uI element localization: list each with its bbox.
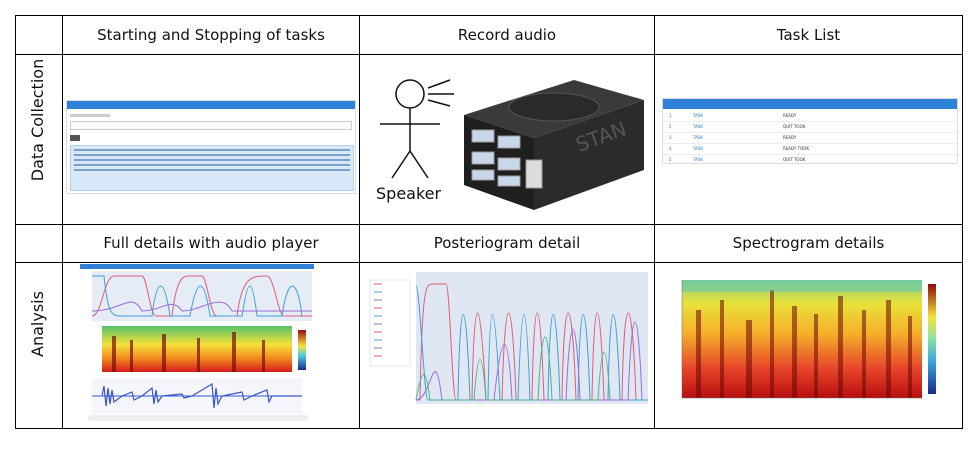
- header-full-details: Full details with audio player: [103, 234, 319, 252]
- posteriogram-plot: [362, 266, 652, 422]
- speaker-label: Speaker: [376, 184, 442, 203]
- task-row[interactable]: 4 TASK READY TOOK: [663, 144, 957, 155]
- colorbar-icon: [298, 330, 306, 370]
- header-task-list: Task List: [776, 26, 841, 44]
- mini-posteriogram: [92, 271, 312, 321]
- header-starting-stopping: Starting and Stopping of tasks: [97, 26, 325, 44]
- full-details-screenshot: [80, 264, 314, 424]
- row-label-analysis: Analysis: [28, 291, 47, 357]
- task-list-screenshot: 1 TASK READY 2 TASK QUIT TOOK 3 TASK REA…: [662, 98, 958, 164]
- device-box: STAN: [464, 80, 644, 210]
- task-row[interactable]: 1 TASK READY: [663, 111, 957, 122]
- speaker-stick-figure: [380, 79, 454, 179]
- task-row[interactable]: 5 TASK QUIT TOOK: [669, 157, 806, 162]
- row-label-data-collection: Data Collection: [28, 58, 47, 182]
- header-posteriogram: Posteriogram detail: [433, 234, 581, 252]
- header-record-audio: Record audio: [457, 26, 557, 44]
- audio-player-bar[interactable]: [88, 415, 308, 421]
- start-stop-screenshot: [66, 100, 356, 194]
- audio-waveform[interactable]: [92, 378, 302, 414]
- spectrogram-plot: [662, 270, 954, 420]
- task-row[interactable]: 3 TASK READY: [663, 133, 957, 144]
- task-row[interactable]: 2 TASK QUIT TOOK: [663, 122, 957, 133]
- record-audio-illustration: Speaker STAN: [362, 56, 652, 222]
- mini-spectrogram: [102, 326, 292, 372]
- header-spectrogram: Spectrogram details: [732, 234, 885, 252]
